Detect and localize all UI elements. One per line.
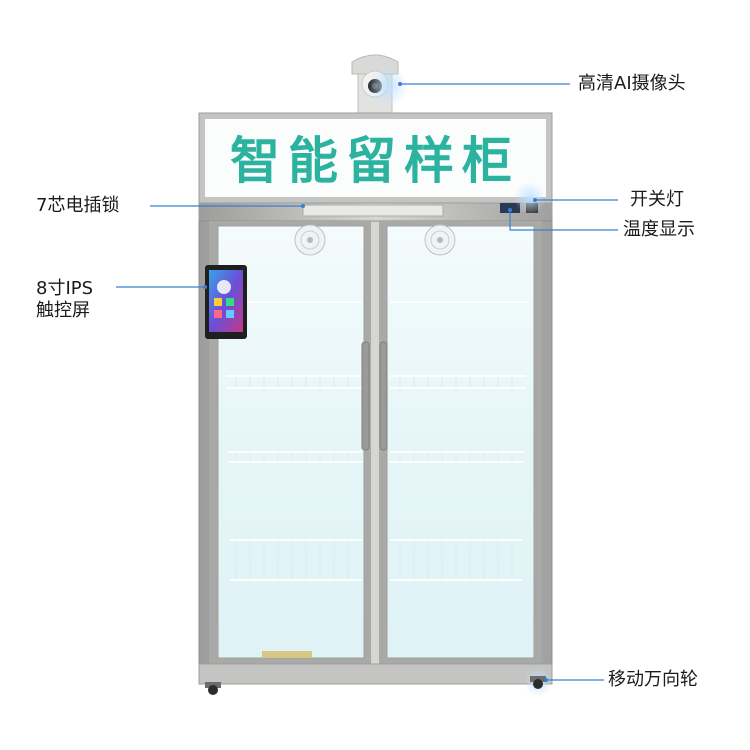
label-screen-line2: 触控屏 <box>36 300 90 321</box>
label-camera: 高清AI摄像头 <box>578 73 686 94</box>
touch-screen <box>205 265 247 339</box>
right-fan <box>424 224 456 256</box>
base-plinth <box>198 663 553 685</box>
kick-plate-label <box>262 651 312 658</box>
sign-text: 智能留样柜 <box>230 132 520 190</box>
label-temperature: 温度显示 <box>623 219 695 240</box>
label-light-switch: 开关灯 <box>630 189 684 210</box>
right-door <box>379 221 542 664</box>
right-handle <box>379 341 388 451</box>
sign-box: 智能留样柜 <box>198 112 553 204</box>
label-screen-line1: 8寸IPS <box>36 278 94 299</box>
switch-glow <box>514 182 546 214</box>
shelf-wires <box>235 376 513 580</box>
camera-glow <box>368 66 408 106</box>
electric-lock <box>302 204 444 217</box>
left-handle <box>361 341 370 451</box>
callout-lines <box>116 83 618 681</box>
label-lock: 7芯电插锁 <box>36 195 120 216</box>
label-casters: 移动万向轮 <box>608 669 698 690</box>
left-caster <box>205 682 221 695</box>
callout-dots <box>203 82 548 682</box>
left-fan <box>294 224 326 256</box>
right-caster <box>524 668 552 696</box>
label-screen: 8寸IPS 触控屏 <box>36 278 116 322</box>
